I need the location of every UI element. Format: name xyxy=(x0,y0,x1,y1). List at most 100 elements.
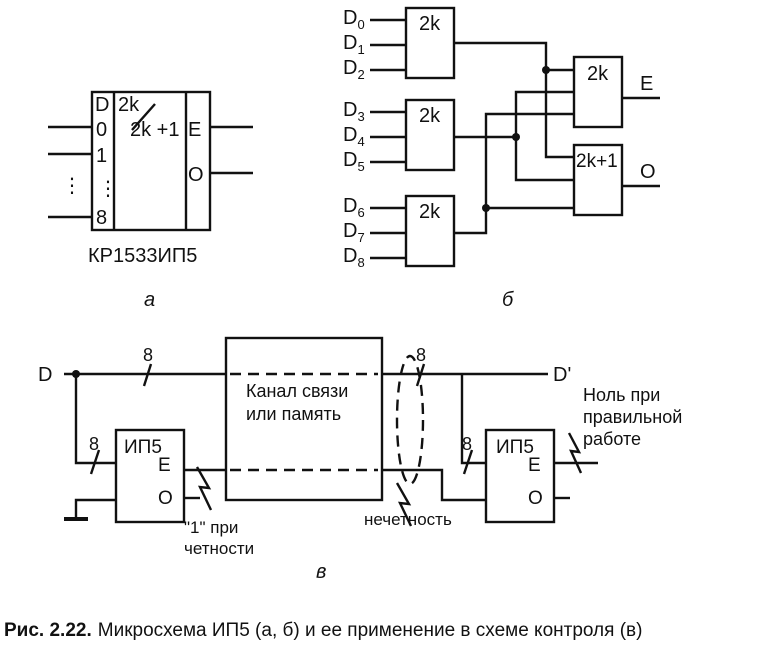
input-d5-sub: 5 xyxy=(357,159,364,174)
input-d2-letter: D xyxy=(343,57,357,79)
input-d5: D5 xyxy=(343,149,365,174)
chip-a-name: КР1533ИП5 xyxy=(88,245,197,267)
gate-o-label: 2k+1 xyxy=(576,151,618,172)
label-a: а xyxy=(144,289,155,311)
parity-label-2: четности xyxy=(184,539,254,558)
chip-a-func-bottom: 2k +1 xyxy=(130,119,179,141)
input-d6-sub: 6 xyxy=(357,205,364,220)
input-d4: D4 xyxy=(343,124,365,149)
result-label-2: правильной xyxy=(583,407,682,427)
input-d3: D3 xyxy=(343,99,365,124)
input-d-label: D xyxy=(38,364,52,386)
chip-a-out-e: E xyxy=(188,119,201,141)
wire-g2-to-o xyxy=(514,137,574,182)
parity-label-1: "1" при xyxy=(184,518,238,537)
left-chip-tick xyxy=(89,449,101,475)
output-d-label: D' xyxy=(553,364,571,386)
gate-b3-label: 2k xyxy=(419,201,441,223)
figure-caption: Рис. 2.22. Микросхема ИП5 (а, б) и ее при… xyxy=(4,620,642,641)
caption-text: Микросхема ИП5 (а, б) и ее применение в … xyxy=(98,620,643,641)
bus-tick-2 xyxy=(415,363,426,387)
channel-box xyxy=(224,336,384,502)
wire-bus-to-right-chip xyxy=(460,374,486,465)
label-c: в xyxy=(316,561,326,583)
diagram-c: D D' 8 8 Канал связи или память ИП5 E O … xyxy=(38,336,682,583)
input-d4-sub: 4 xyxy=(357,134,364,149)
chip-a-pin-8: 8 xyxy=(96,207,107,229)
input-d1: D1 xyxy=(343,32,365,57)
input-d8: D8 xyxy=(343,245,365,270)
input-d4-letter: D xyxy=(343,124,357,146)
chip-a-lead-ellipsis: ⋮ xyxy=(62,175,82,197)
chip-left-pin-e: E xyxy=(158,455,171,476)
input-d2-sub: 2 xyxy=(357,67,364,82)
gate-b1-label: 2k xyxy=(419,13,441,35)
result-label-1: Ноль при xyxy=(583,385,660,405)
chip-right-pin-o: O xyxy=(528,488,543,509)
gate-b2 xyxy=(404,98,456,172)
input-d1-sub: 1 xyxy=(357,42,364,57)
chip-a-body xyxy=(90,90,212,232)
channel-label-2: или память xyxy=(246,404,341,424)
chip-a-func-slash xyxy=(131,103,156,131)
bus-width-1: 8 xyxy=(143,345,153,365)
input-d0: D0 xyxy=(343,7,365,32)
chip-a-pin-1: 1 xyxy=(96,145,107,167)
input-d7-letter: D xyxy=(343,220,357,242)
chip-a-pin-ellipsis: ⋮ xyxy=(98,178,118,200)
gate-e-label: 2k xyxy=(587,63,609,85)
left-chip-width: 8 xyxy=(89,434,99,454)
parity-line-right xyxy=(382,468,486,502)
junction-g3 xyxy=(482,204,490,212)
input-d2: D2 xyxy=(343,57,365,82)
input-d0-sub: 0 xyxy=(357,17,364,32)
input-d5-letter: D xyxy=(343,149,357,171)
channel-label-1: Канал связи xyxy=(246,381,348,401)
wire-bus-to-left-chip xyxy=(74,374,116,465)
parity-arrow-left xyxy=(195,466,213,511)
bus-width-2: 8 xyxy=(416,345,426,365)
input-d7-sub: 7 xyxy=(357,230,364,245)
bus-tick-1 xyxy=(142,363,153,387)
input-d6: D6 xyxy=(343,195,365,220)
chip-left-pin-o: O xyxy=(158,488,173,509)
input-d1-letter: D xyxy=(343,32,357,54)
input-d0-letter: D xyxy=(343,7,357,29)
label-b: б xyxy=(502,289,514,311)
chip-right-pin-e: E xyxy=(528,455,541,476)
chip-a-out-o: O xyxy=(188,164,204,186)
ground-wire xyxy=(74,498,116,518)
junction-g1 xyxy=(542,66,550,74)
right-chip-width: 8 xyxy=(462,434,472,454)
odd-parity-label: нечетность xyxy=(364,510,452,529)
result-label-3: работе xyxy=(583,429,641,449)
wire-g1-to-e xyxy=(454,41,574,72)
out-e-label: E xyxy=(640,73,653,95)
result-arrow xyxy=(567,432,583,474)
out-o-label: O xyxy=(640,161,656,183)
input-d6-letter: D xyxy=(343,195,357,217)
input-d3-letter: D xyxy=(343,99,357,121)
chip-right-name: ИП5 xyxy=(496,437,534,458)
input-d8-letter: D xyxy=(343,245,357,267)
gate-o xyxy=(572,143,624,217)
parity-arrow-right xyxy=(395,482,413,527)
gate-b1 xyxy=(404,6,456,80)
caption-prefix: Рис. 2.22. xyxy=(4,620,92,641)
chip-a-pin-0: 0 xyxy=(96,119,107,141)
chip-left-name: ИП5 xyxy=(124,437,162,458)
gate-b2-label: 2k xyxy=(419,105,441,127)
wire-g3-to-e xyxy=(454,112,574,235)
gate-e xyxy=(572,55,624,129)
chip-a-func-top: 2k xyxy=(118,94,140,116)
input-d8-sub: 8 xyxy=(357,255,364,270)
wire-g1-to-o xyxy=(544,70,574,159)
junction-g2 xyxy=(512,133,520,141)
gate-b3 xyxy=(404,194,456,268)
diagram-a: ⋮ D 0 1 ⋮ 8 2k 2k +1 E O КР1533ИП5 а xyxy=(48,90,253,311)
right-chip-tick xyxy=(462,449,474,475)
chip-a-pin-d: D xyxy=(95,94,109,116)
chip-left xyxy=(114,428,186,524)
diagram-b: 2k 2k 2k 2k 2k+1 D0 D1 D2 D3 D4 D5 D6 D7… xyxy=(343,6,660,311)
